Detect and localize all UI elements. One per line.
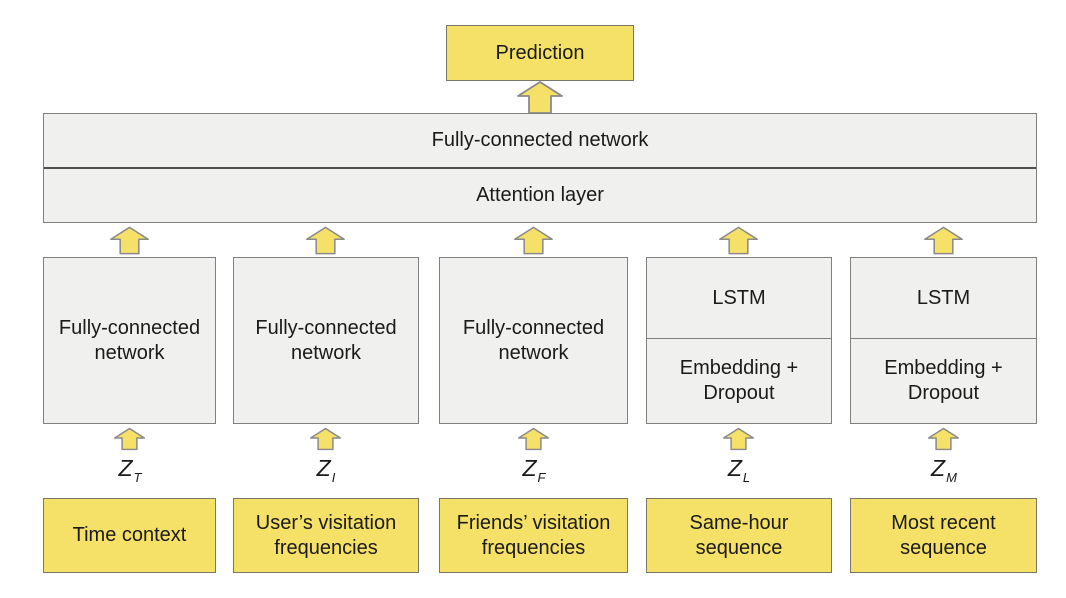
up-arrow-icon [114, 427, 145, 451]
up-arrow-icon [517, 81, 563, 114]
up-arrow-icon [310, 427, 341, 451]
up-arrow-icon [110, 226, 149, 255]
z-subscript: M [946, 470, 957, 485]
fc-network-box-time: Fully-connected network [43, 257, 216, 424]
up-arrow-icon [514, 226, 553, 255]
attention-layer-label: Attention layer [476, 184, 604, 206]
up-arrow-icon [723, 427, 754, 451]
lstm-box-same-hour: LSTM Embedding + Dropout [646, 257, 832, 424]
z-label-same-hour: ZL [709, 455, 769, 485]
fully-connected-network-layer: Fully-connected network [44, 114, 1036, 167]
up-arrow-icon [719, 226, 758, 255]
fc-network-box-user: Fully-connected network [233, 257, 419, 424]
z-base: Z [727, 455, 742, 481]
up-arrow-icon [306, 226, 345, 255]
fully-connected-network-label: Fully-connected network [431, 129, 649, 151]
z-subscript: I [331, 470, 336, 485]
input-box-most-recent: Most recent sequence [850, 498, 1037, 573]
lstm-cell: LSTM [851, 258, 1036, 338]
lstm-cell: LSTM [647, 258, 831, 338]
input-box-same-hour: Same-hour sequence [646, 498, 832, 573]
z-label-user: ZI [296, 455, 356, 485]
up-arrow-icon [924, 226, 963, 255]
lstm-label: LSTM [916, 286, 971, 309]
top-block: Fully-connected network Attention layer [43, 113, 1037, 223]
prediction-label: Prediction [495, 41, 585, 64]
embedding-dropout-label: Embedding + Dropout [884, 357, 1003, 404]
input-box-user-visitation: User’s visitation frequencies [233, 498, 419, 573]
z-subscript: F [537, 470, 546, 485]
z-subscript: T [133, 470, 142, 485]
z-base: Z [316, 455, 331, 481]
embedding-dropout-cell: Embedding + Dropout [851, 338, 1036, 423]
z-base: Z [522, 455, 537, 481]
input-label: Most recent sequence [891, 511, 996, 559]
fc-network-label: Fully-connected network [255, 316, 397, 364]
prediction-box: Prediction [446, 25, 634, 81]
input-box-friends-visitation: Friends’ visitation frequencies [439, 498, 628, 573]
embedding-dropout-label: Embedding + Dropout [679, 357, 799, 404]
lstm-label: LSTM [712, 286, 766, 309]
z-base: Z [931, 455, 946, 481]
input-box-time-context: Time context [43, 498, 216, 573]
z-base: Z [118, 455, 133, 481]
input-label: Time context [72, 524, 187, 546]
embedding-dropout-cell: Embedding + Dropout [647, 338, 831, 423]
input-label: User’s visitation frequencies [255, 511, 397, 559]
z-label-most-recent: ZM [914, 455, 974, 485]
fc-network-box-friends: Fully-connected network [439, 257, 628, 424]
z-label-friends: ZF [504, 455, 564, 485]
fc-network-label: Fully-connected network [462, 316, 605, 364]
z-label-time: ZT [100, 455, 160, 485]
up-arrow-icon [928, 427, 959, 451]
input-label: Same-hour sequence [689, 511, 789, 559]
z-subscript: L [742, 470, 751, 485]
attention-layer: Attention layer [44, 167, 1036, 222]
up-arrow-icon [518, 427, 549, 451]
lstm-box-most-recent: LSTM Embedding + Dropout [850, 257, 1037, 424]
fc-network-label: Fully-connected network [58, 316, 201, 364]
input-label: Friends’ visitation frequencies [456, 511, 611, 559]
